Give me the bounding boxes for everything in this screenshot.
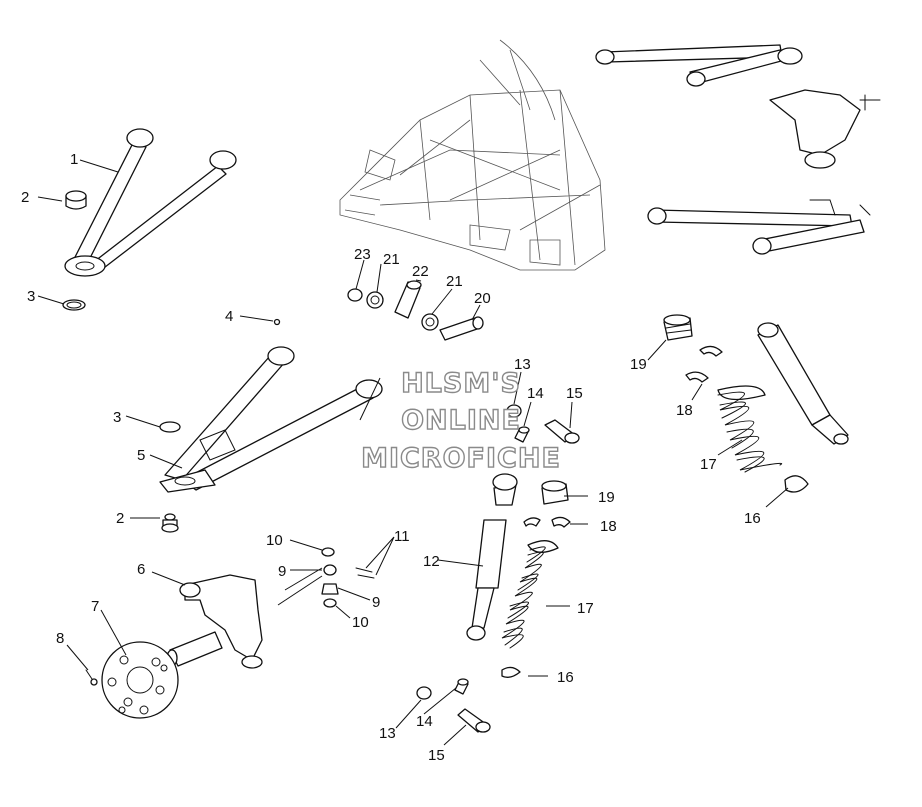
callout-3-lower: 3 [113, 409, 121, 426]
callout-23: 23 [354, 246, 371, 263]
watermark-line-2: ONLINE [401, 405, 521, 436]
callout-10-upper: 10 [266, 532, 283, 549]
callout-13-lower: 13 [379, 725, 396, 742]
callout-16-center: 16 [557, 669, 574, 686]
watermark-line-1: HLSM'S [401, 368, 521, 399]
sleeve-14-lower [454, 678, 469, 695]
upper-a-arm-left [64, 128, 237, 277]
callout-10-lower: 10 [352, 614, 369, 631]
bolt-8 [85, 669, 98, 686]
spring-seat-16-upper [784, 475, 809, 493]
upper-arms-right [595, 44, 803, 87]
pin-15-upper [544, 419, 580, 444]
snap-ring-lower [159, 421, 181, 433]
spring-seat-16-center [501, 666, 521, 678]
bushing-13-upper [506, 404, 522, 418]
sleeve-14-upper [514, 426, 530, 443]
callout-17-right: 17 [700, 456, 717, 473]
callout-17-center: 17 [577, 600, 594, 617]
pin-15-lower [457, 708, 491, 733]
nut-9-upper [323, 564, 337, 576]
callout-9-left: 9 [278, 563, 286, 580]
callout-1: 1 [70, 151, 78, 168]
ball-joint-lower [161, 513, 179, 533]
shock-absorber-right [757, 322, 849, 445]
callout-16-right: 16 [744, 510, 761, 527]
callout-4: 4 [225, 308, 233, 325]
callout-21-lower: 21 [446, 273, 463, 290]
small-bolt-4 [273, 318, 281, 326]
spindle-knuckle [166, 574, 263, 669]
spring-retainer-18-upper [685, 345, 723, 383]
callout-22: 22 [412, 263, 429, 280]
bushing-21-upper [366, 291, 384, 309]
callout-19-center: 19 [598, 489, 615, 506]
bushing-23 [347, 288, 363, 302]
frame-drawing [339, 39, 606, 271]
callout-9-right: 9 [372, 594, 380, 611]
callout-14-upper: 14 [527, 385, 544, 402]
cotter-pins-11 [355, 567, 375, 579]
callout-8: 8 [56, 630, 64, 647]
washer-10-lower [323, 598, 337, 608]
callout-14-lower: 14 [416, 713, 433, 730]
bumper-19-upper [663, 314, 693, 341]
callout-3-upper: 3 [27, 288, 35, 305]
bumper-19-center [541, 480, 569, 505]
callout-18-center: 18 [600, 518, 617, 535]
bushing-21-lower [421, 313, 439, 331]
lower-a-arm [159, 346, 383, 493]
bushing-13-lower [416, 686, 432, 700]
callout-11: 11 [394, 528, 410, 545]
callout-18-right: 18 [676, 402, 693, 419]
callout-2-lower: 2 [116, 510, 124, 527]
snap-ring-upper [62, 299, 86, 311]
callout-labels: 1 2 3 4 23 21 22 21 20 13 14 15 19 18 17… [21, 151, 761, 764]
spring-17-right [717, 385, 783, 473]
callout-6: 6 [137, 561, 145, 578]
callout-21-upper: 21 [383, 251, 400, 268]
callout-19-right: 19 [630, 356, 647, 373]
callout-2-upper: 2 [21, 189, 29, 206]
callout-20: 20 [474, 290, 491, 307]
callout-15-lower: 15 [428, 747, 445, 764]
ball-joint-cap-upper [65, 190, 87, 210]
washer-10-upper [321, 547, 335, 557]
callout-15-upper: 15 [566, 385, 583, 402]
spring-retainer-18-center [523, 516, 571, 528]
shock-absorber-12 [466, 473, 518, 641]
sleeve-22 [394, 280, 422, 319]
callout-5: 5 [137, 447, 145, 464]
pivot-pin-20 [439, 316, 484, 341]
callout-13-upper: 13 [514, 356, 531, 373]
callout-12: 12 [423, 553, 440, 570]
leader-lines [37, 159, 789, 746]
callout-7: 7 [91, 598, 99, 615]
lower-arms-right [647, 199, 871, 255]
watermark: HLSM'S ONLINE MICROFICHE [360, 367, 561, 474]
spring-17-center [501, 540, 559, 649]
spindle-right [769, 89, 881, 169]
watermark-line-3: MICROFICHE [361, 443, 561, 474]
nut-9-lower [321, 583, 339, 595]
brake-disc [101, 641, 179, 719]
